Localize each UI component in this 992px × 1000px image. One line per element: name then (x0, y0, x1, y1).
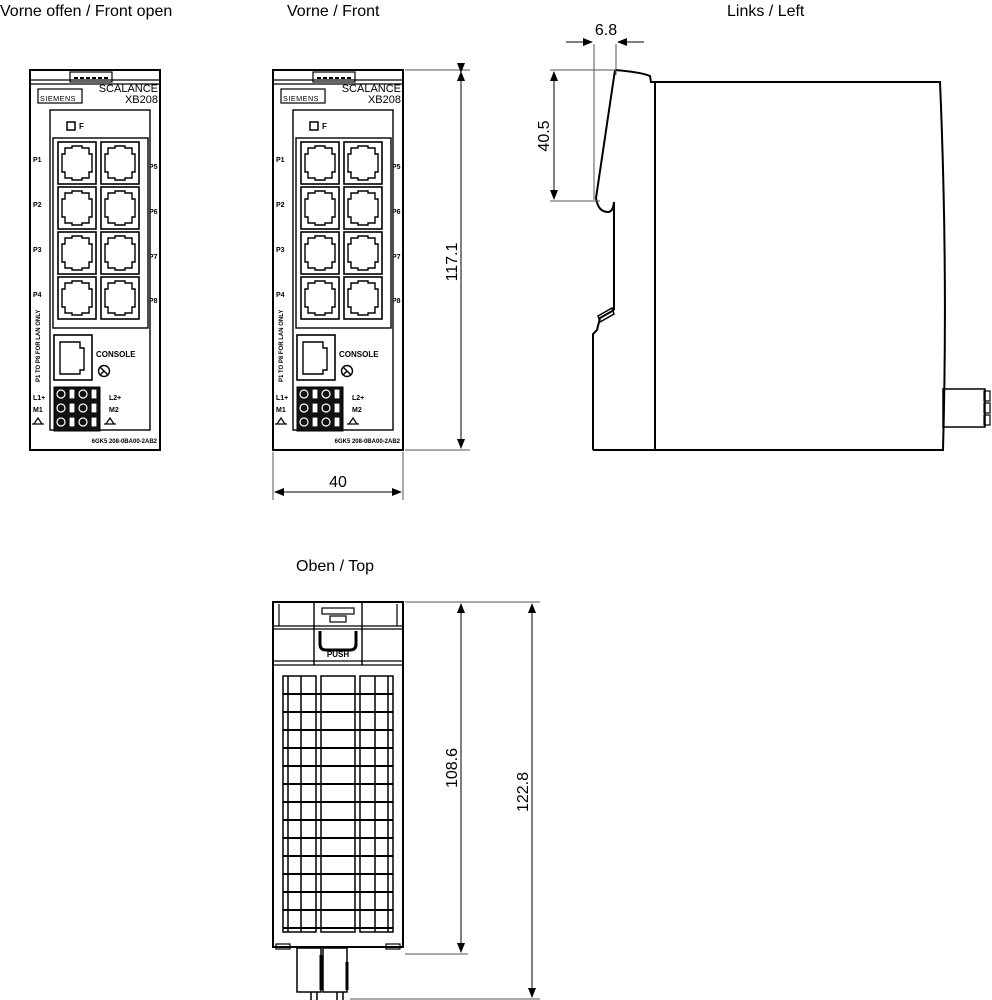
left-dimensions (550, 38, 644, 202)
port-label-p3: P3 (33, 247, 42, 254)
brand-label: SIEMENS (283, 96, 319, 103)
dim-total-depth: 122.8 (515, 772, 532, 812)
lan-only-note: P1 TO P8 FOR LAN ONLY (36, 310, 42, 382)
fault-led-label: F (322, 122, 327, 131)
dim-width-40: 40 (329, 474, 347, 491)
vent-slots (283, 693, 393, 929)
port-label-p5: P5 (392, 164, 401, 171)
dim-body-depth: 108.6 (444, 748, 461, 788)
view-title-top: Oben / Top (296, 558, 374, 575)
port-label-p5: P5 (149, 164, 158, 171)
model-label: XB208 (125, 94, 158, 106)
dim-clip-depth: 6.8 (595, 22, 617, 39)
front-open-labels: SIEMENS SCALANCE XB208 F P1 P2 P3 P4 P5 … (33, 83, 158, 445)
order-number: 6GK5 208-0BA00-2AB2 (335, 439, 401, 445)
dim-height-117: 117.1 (444, 242, 461, 281)
power-label-l2: L2+ (352, 395, 364, 402)
power-label-l1: L1+ (33, 395, 45, 402)
port-label-p7: P7 (149, 254, 158, 261)
port-label-p8: P8 (149, 298, 158, 305)
console-label: CONSOLE (339, 350, 379, 359)
top-dimensions (350, 601, 540, 1000)
brand-label: SIEMENS (40, 96, 76, 103)
port-label-p1: P1 (276, 157, 285, 164)
power-label-m2: M2 (109, 407, 119, 414)
port-label-p4: P4 (33, 292, 42, 299)
model-label: XB208 (368, 94, 401, 106)
port-label-p2: P2 (276, 202, 285, 209)
power-label-l2: L2+ (109, 395, 121, 402)
product-line-label: SCALANCE (342, 83, 401, 95)
front-view (273, 70, 403, 450)
power-label-m2: M2 (352, 407, 362, 414)
port-label-p1: P1 (33, 157, 42, 164)
view-title-left: Links / Left (727, 3, 805, 20)
lan-only-note: P1 TO P8 FOR LAN ONLY (279, 310, 285, 382)
port-label-p8: P8 (392, 298, 401, 305)
order-number: 6GK5 208-0BA00-2AB2 (92, 439, 158, 445)
front-dimensions (272, 63, 470, 500)
front-labels: SIEMENS SCALANCE XB208 F P1 P2 P3 P4 P5 … (276, 83, 401, 445)
port-label-p4: P4 (276, 292, 285, 299)
dim-clip-height: 40.5 (536, 120, 553, 151)
port-label-p7: P7 (392, 254, 401, 261)
port-label-p3: P3 (276, 247, 285, 254)
top-view (272, 601, 404, 1000)
power-label-m1: M1 (276, 407, 286, 414)
left-view (592, 69, 991, 451)
push-label: PUSH (327, 650, 349, 659)
fault-led-label: F (79, 122, 84, 131)
power-label-l1: L1+ (276, 395, 288, 402)
product-line-label: SCALANCE (99, 83, 158, 95)
view-title-front-open: Vorne offen / Front open (0, 3, 173, 20)
view-title-front: Vorne / Front (287, 3, 380, 20)
front-open-view (30, 70, 160, 450)
port-label-p6: P6 (392, 209, 401, 216)
console-label: CONSOLE (96, 350, 136, 359)
port-label-p2: P2 (33, 202, 42, 209)
power-label-m1: M1 (33, 407, 43, 414)
port-label-p6: P6 (149, 209, 158, 216)
